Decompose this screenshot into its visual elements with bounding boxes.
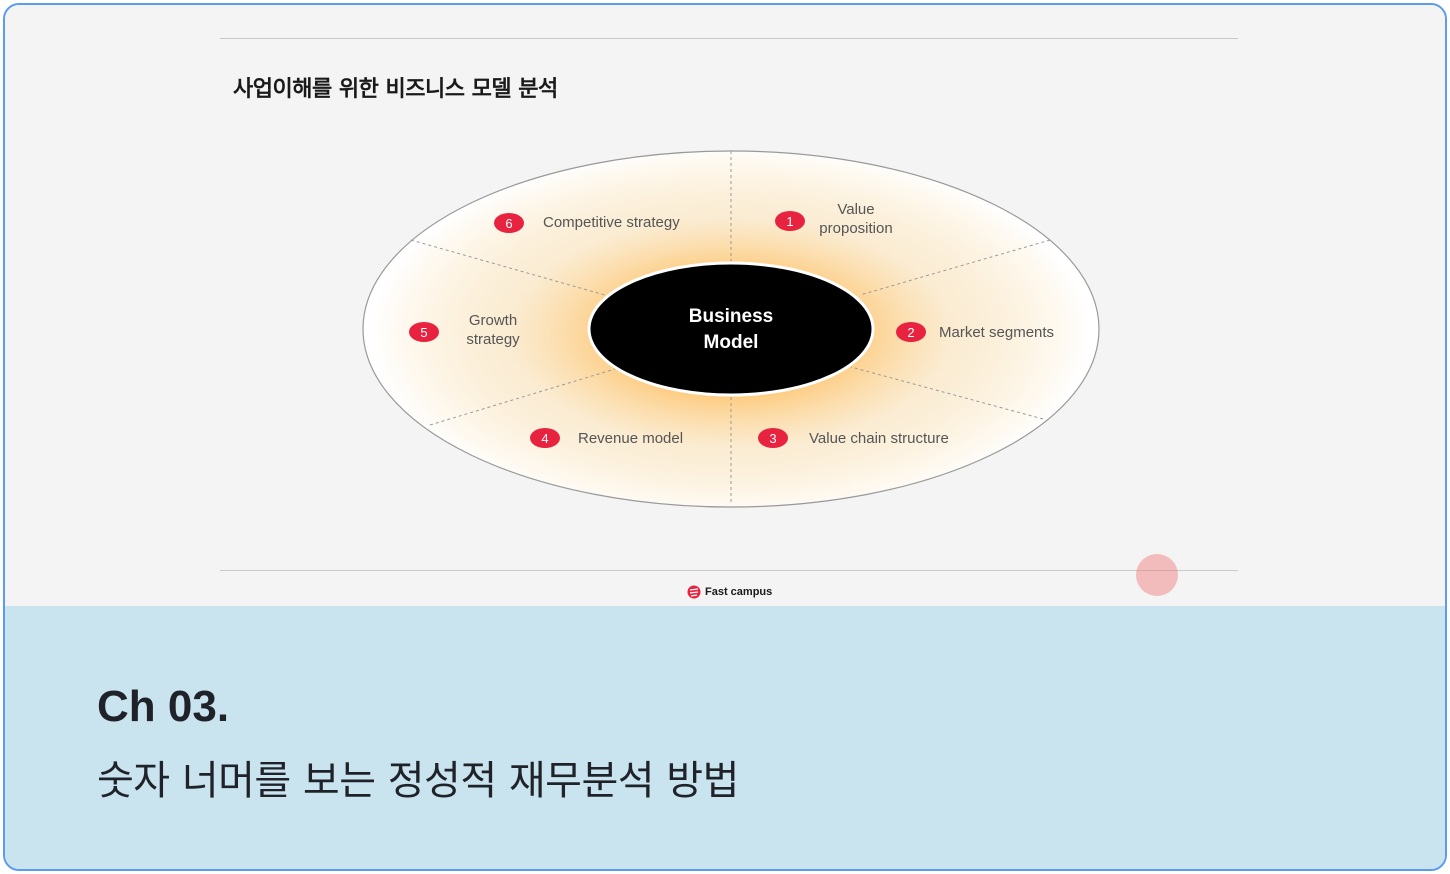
caption-panel: Ch 03. 숫자 너머를 보는 정성적 재무분석 방법 <box>5 606 1445 869</box>
brand-logo: Fast campus <box>687 583 772 601</box>
bottom-rule <box>220 570 1238 571</box>
center-ellipse <box>587 261 875 397</box>
segment-label: Market segments <box>939 324 1054 341</box>
fastcampus-logo-icon <box>687 585 701 599</box>
segment-label: Competitive strategy <box>543 214 680 231</box>
segment-label-line: Growth <box>469 312 517 329</box>
segment-number: 4 <box>541 431 548 446</box>
chapter-subtitle: 숫자 너머를 보는 정성적 재무분석 방법 <box>97 758 739 804</box>
divider-line <box>410 239 606 296</box>
segment-number: 6 <box>505 216 512 231</box>
segment-label: Revenue model <box>578 430 683 447</box>
chapter-label: Ch 03. <box>97 682 230 731</box>
segment-badge-icon <box>896 322 926 342</box>
brand-name: Fast campus <box>705 586 773 598</box>
divider-line <box>859 239 1051 296</box>
segment-number: 3 <box>769 431 776 446</box>
divider-line <box>429 368 616 426</box>
segment-label: Value chain structure <box>809 430 949 447</box>
segment-label-line: Value chain structure <box>809 430 949 447</box>
slide: 사업이해를 위한 비즈니스 모델 분석 <box>5 5 1445 606</box>
segment-badge-icon <box>758 428 788 448</box>
cursor-highlight <box>1136 554 1178 596</box>
top-rule <box>220 38 1238 39</box>
segment-label-line: Revenue model <box>578 430 683 447</box>
segment-number: 5 <box>420 325 427 340</box>
segment-badge-icon <box>494 213 524 233</box>
segment-label-line: Competitive strategy <box>543 214 680 231</box>
video-frame: 사업이해를 위한 비즈니스 모델 분석 <box>3 3 1447 871</box>
segment-number: 2 <box>907 325 914 340</box>
segment-label-line: Market segments <box>939 324 1054 341</box>
center-label-line: Model <box>704 332 759 353</box>
segment-badge-icon <box>530 428 560 448</box>
segment-badge-icon <box>775 211 805 231</box>
segment-label: Value proposition <box>819 201 892 237</box>
segment-number: 1 <box>786 214 793 229</box>
center-label-line: Business <box>689 306 773 327</box>
segment-label-line: proposition <box>819 220 892 237</box>
segment-label: Growth strategy <box>466 312 520 348</box>
slide-title: 사업이해를 위한 비즈니스 모델 분석 <box>233 77 558 102</box>
segment-label-line: strategy <box>466 331 520 348</box>
segment-badge-icon <box>409 322 439 342</box>
segment-label-line: Value <box>837 201 874 218</box>
